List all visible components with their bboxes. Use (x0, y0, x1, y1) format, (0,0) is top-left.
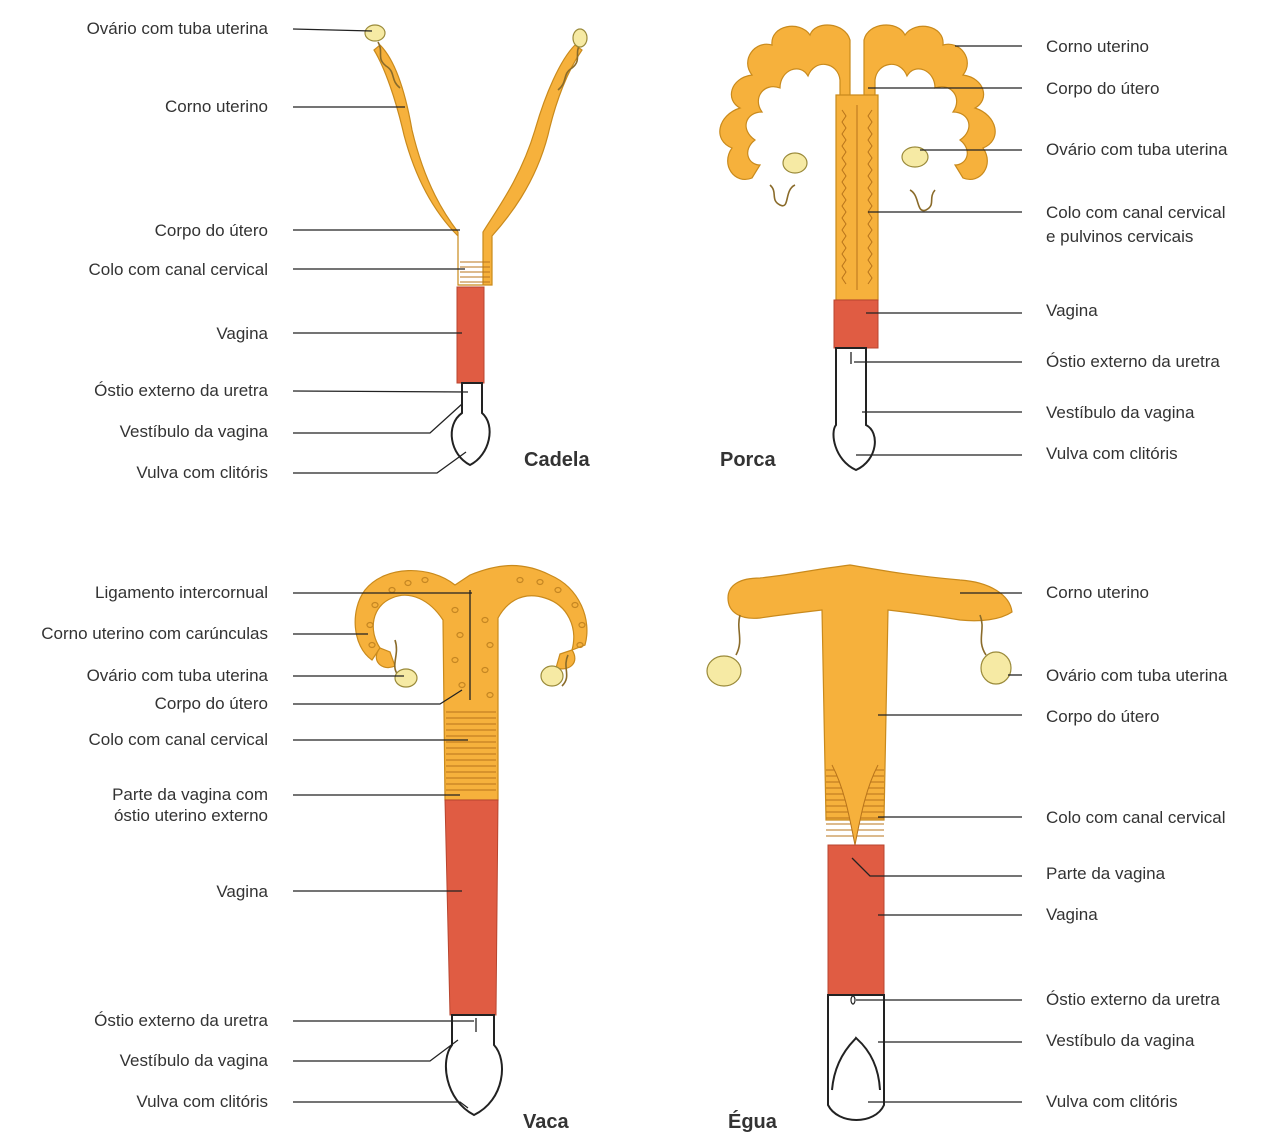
cadela-left-ovary (365, 25, 385, 41)
porca-label-cervix: Colo com canal cervical (1046, 203, 1226, 222)
cadela-label-body: Corpo do útero (155, 221, 268, 240)
egua-label-vagina: Vagina (1046, 905, 1098, 924)
porca-leader-lines (854, 46, 1022, 455)
cadela-label-vulva: Vulva com clitóris (136, 463, 268, 482)
egua-label-vestibule: Vestíbulo da vagina (1046, 1031, 1195, 1050)
egua-left-ovary (707, 656, 741, 686)
cadela-label-horn: Corno uterino (165, 97, 268, 116)
cadela-label-urethra: Óstio externo da uretra (94, 381, 268, 400)
cadela-right-ovary (573, 29, 587, 47)
porca-label-vestibule: Vestíbulo da vagina (1046, 403, 1195, 422)
vaca-label-vagina: Vagina (216, 882, 268, 901)
porca-label-vulva: Vulva com clitóris (1046, 444, 1178, 463)
vaca-label-vestibule: Vestíbulo da vagina (120, 1051, 269, 1070)
cadela-label-cervix: Colo com canal cervical (88, 260, 268, 279)
porca-right-horn (864, 25, 995, 179)
egua-organ (707, 565, 1012, 1120)
porca-label-body: Corpo do útero (1046, 79, 1159, 98)
egua-label-urethra: Óstio externo da uretra (1046, 990, 1220, 1009)
porca-label-horn: Corno uterino (1046, 37, 1149, 56)
porca-left-horn (720, 25, 850, 179)
egua-title: Égua (728, 1110, 778, 1133)
vaca-label-cervix: Colo com canal cervical (88, 730, 268, 749)
cadela-organ (365, 25, 587, 465)
porca-label-urethra: Óstio externo da uretra (1046, 352, 1220, 371)
porca-left-ovary (783, 153, 807, 173)
cadela-uterus (374, 45, 582, 285)
egua-label-body: Corpo do útero (1046, 707, 1159, 726)
cadela-label-ovary: Ovário com tuba uterina (87, 19, 269, 38)
vaca-label-ovary: Ovário com tuba uterina (87, 666, 269, 685)
vaca-label-ligament: Ligamento intercornual (95, 583, 268, 602)
egua-label-ovary: Ovário com tuba uterina (1046, 666, 1228, 685)
porca-organ (720, 25, 995, 470)
cadela-title: Cadela (524, 449, 590, 471)
cadela-labels: Ovário com tuba uterina Corno uterino Co… (87, 19, 591, 482)
vaca-label-vagina-part-2: óstio uterino externo (114, 806, 268, 825)
vaca-label-vulva: Vulva com clitóris (136, 1092, 268, 1111)
vaca-left-tube (395, 640, 398, 675)
egua-labels: Corno uterino Ovário com tuba uterina Co… (728, 583, 1228, 1133)
vaca-title: Vaca (523, 1111, 569, 1133)
vaca-label-urethra: Óstio externo da uretra (94, 1011, 268, 1030)
egua-label-horn: Corno uterino (1046, 583, 1149, 602)
porca-left-tube (770, 185, 795, 206)
porca-label-vagina: Vagina (1046, 301, 1098, 320)
cadela-label-vagina: Vagina (216, 324, 268, 343)
porca-right-tube (910, 190, 935, 211)
porca-vagina (834, 300, 878, 348)
vaca-left-ovary (395, 669, 417, 687)
cadela-label-vestibule: Vestíbulo da vagina (120, 422, 269, 441)
porca-label-cervix-2: e pulvinos cervicais (1046, 227, 1193, 246)
porca-label-ovary: Ovário com tuba uterina (1046, 140, 1228, 159)
egua-label-vulva: Vulva com clitóris (1046, 1092, 1178, 1111)
vaca-vagina (445, 800, 498, 1015)
vaca-vestibule (446, 1015, 502, 1115)
egua-left-tube (736, 615, 740, 655)
egua-right-ovary (981, 652, 1011, 684)
egua-label-vagina-part: Parte da vagina (1046, 864, 1166, 883)
vaca-label-vagina-part: Parte da vagina com (112, 785, 268, 804)
porca-title: Porca (720, 449, 776, 471)
vaca-label-body: Corpo do útero (155, 694, 268, 713)
vaca-right-ovary (541, 666, 563, 686)
vaca-organ (355, 566, 587, 1115)
egua-vagina (828, 845, 884, 995)
cadela-vestibule (452, 383, 490, 465)
cadela-vagina (457, 287, 484, 383)
vaca-label-horn: Corno uterino com carúnculas (41, 624, 268, 643)
egua-label-cervix: Colo com canal cervical (1046, 808, 1226, 827)
cadela-leader-lines (293, 29, 468, 473)
porca-vestibule (833, 348, 874, 470)
